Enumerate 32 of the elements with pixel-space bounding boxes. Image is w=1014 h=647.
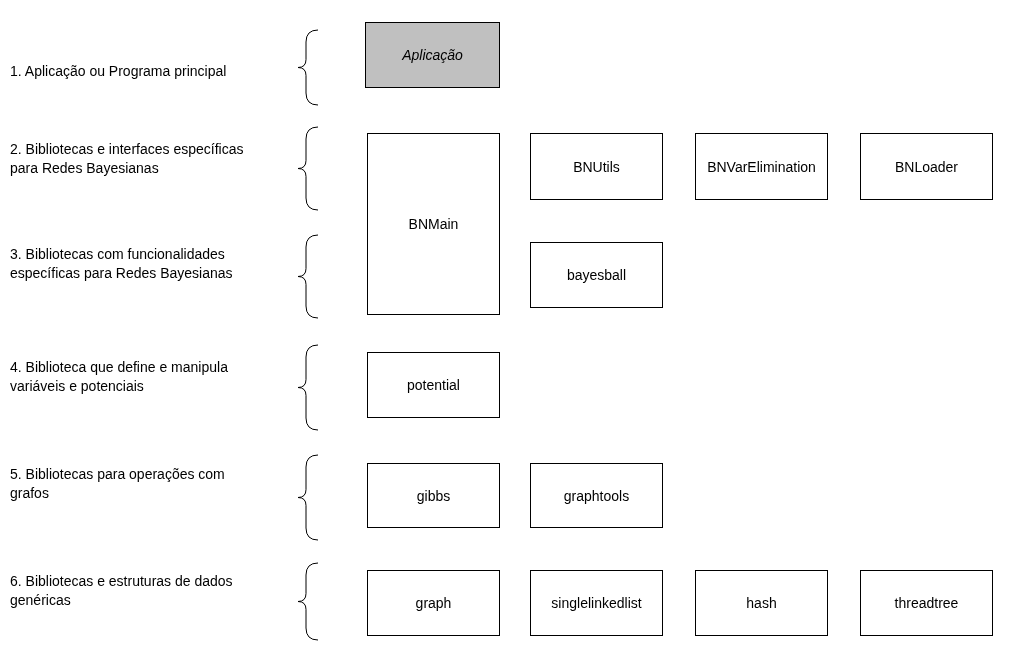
library-box — [530, 133, 663, 200]
library-box — [530, 463, 663, 528]
layer-label: 6. Bibliotecas e estruturas de dados genéricas — [10, 572, 234, 610]
library-box — [367, 133, 500, 315]
library-box — [367, 570, 500, 636]
box-label: BNLoader — [893, 158, 959, 175]
library-box — [367, 352, 500, 418]
library-box — [367, 463, 500, 528]
box-label: bayesball — [565, 267, 628, 283]
library-box — [365, 22, 500, 88]
box-label: Aplicação — [401, 47, 464, 63]
box-label: potential — [406, 377, 461, 393]
box-label: threadtree — [893, 595, 960, 611]
box-label: BNUtils — [572, 158, 621, 175]
library-box — [530, 570, 663, 636]
layer-label: 4. Biblioteca que define e manipula variáveis e potenciais — [10, 358, 229, 396]
box-label: BNVarElimination — [706, 158, 817, 175]
layer-label: 2. Bibliotecas e interfaces específicas para Redes Bayesianas — [10, 140, 245, 178]
box-label: gibbs — [415, 487, 452, 504]
layer-label: 1. Aplicação ou Programa principal — [10, 62, 228, 81]
box-label: BNMain — [407, 216, 460, 232]
box-label: graph — [414, 595, 453, 611]
box-label: hash — [745, 595, 778, 611]
library-box — [695, 570, 828, 636]
layer-label: 3. Bibliotecas com funcionalidades específicas para Redes Bayesianas — [10, 245, 234, 283]
library-box — [860, 133, 993, 200]
library-box — [530, 242, 663, 308]
layer-label: 5. Bibliotecas para operações com grafos — [10, 465, 226, 503]
box-label: graphtools — [562, 487, 631, 504]
library-box — [860, 570, 993, 636]
library-box — [695, 133, 828, 200]
box-label: singlelinkedlist — [550, 595, 643, 611]
